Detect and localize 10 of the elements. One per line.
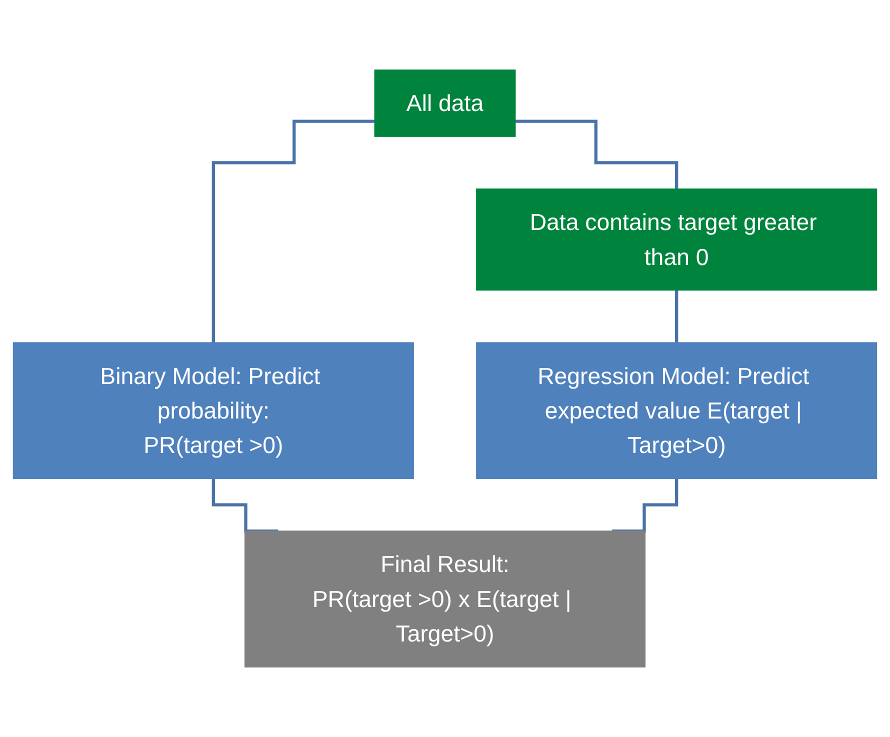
node-box: Final Result: PR(target >0) x E(target | Target>0) xyxy=(244,530,646,668)
connector xyxy=(612,476,678,533)
connector xyxy=(212,120,375,344)
connector xyxy=(212,476,278,533)
connector xyxy=(675,288,678,344)
node-box: All data xyxy=(374,70,516,137)
connector xyxy=(515,120,678,191)
node-box: Binary Model: Predict probability: PR(target >0) xyxy=(12,342,414,480)
node-box: Regression Model: Predict expected value E(target | Target>0) xyxy=(476,342,878,480)
node-box: Data contains target greater than 0 xyxy=(476,188,878,291)
